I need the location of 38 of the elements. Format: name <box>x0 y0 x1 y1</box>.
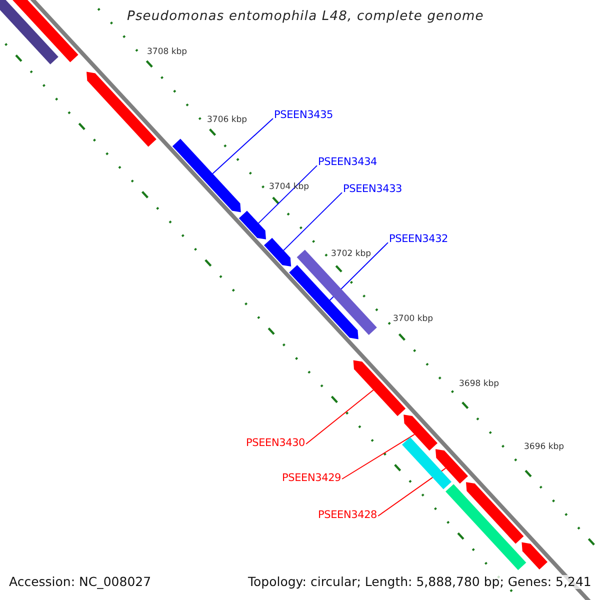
leader-line <box>378 468 446 516</box>
gene-label: PSEEN3430 <box>246 438 306 450</box>
title: Pseudomonas entomophila L48, complete genome <box>127 10 484 24</box>
accession-text: Accession: NC_008027 <box>9 575 152 589</box>
scale-label: 3696 kbp <box>524 443 564 452</box>
leader-line <box>212 118 274 174</box>
gene-segment <box>86 72 156 147</box>
feature-bar <box>402 437 452 490</box>
leader-line <box>258 165 318 224</box>
gene-segment <box>466 482 524 544</box>
gene-label: PSEEN3428 <box>318 510 378 522</box>
gene-segment <box>289 265 358 340</box>
genome-info-text: Topology: circular; Length: 5,888,780 bp; Genes: 5,241 <box>248 575 592 589</box>
gene-label: PSEEN3435 <box>274 110 334 122</box>
scale-label: 3702 kbp <box>331 250 372 260</box>
gene-segment <box>353 360 406 416</box>
leader-line <box>329 242 388 301</box>
gene-segment <box>172 138 241 212</box>
gene-label: PSEEN3429 <box>282 473 342 485</box>
scale-label: 3700 kbp <box>393 315 434 324</box>
leader-line <box>342 434 415 480</box>
leader-line <box>283 192 342 251</box>
scale-label: 3706 kbp <box>207 116 248 126</box>
gene-segment <box>436 449 468 484</box>
feature-bar <box>296 250 377 335</box>
gene-segment <box>264 238 292 266</box>
feature-bar <box>0 0 58 64</box>
scale-label: 3704 kbp <box>269 183 310 192</box>
scale-label: 3708 kbp <box>147 48 188 58</box>
gene-label: PSEEN3434 <box>318 157 378 169</box>
gene-segment <box>522 542 548 570</box>
scale-label: 3698 kbp <box>459 380 500 390</box>
gene-segment <box>404 414 438 451</box>
feature-bar <box>446 484 526 570</box>
leader-line <box>306 390 374 444</box>
gene-segment <box>238 210 266 240</box>
gene-label: PSEEN3433 <box>343 184 402 196</box>
gene-label: PSEEN3432 <box>389 234 448 246</box>
